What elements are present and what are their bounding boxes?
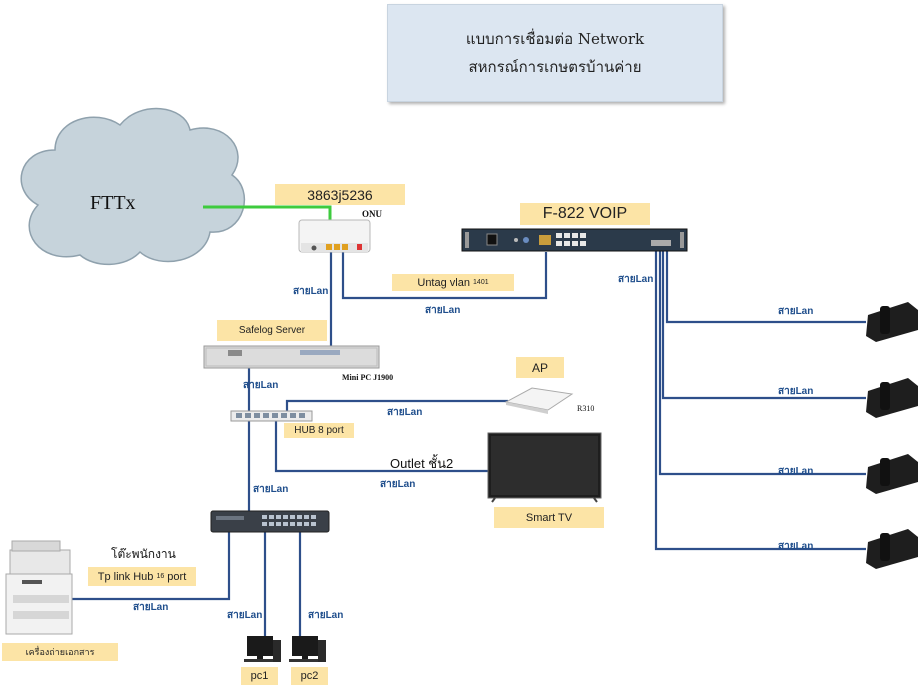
cable-label: สายLan [133,602,169,613]
hub16-device [210,510,330,533]
outlet-label: Outlet ชั้น2 [390,456,454,471]
pc1-device [244,636,281,662]
smart-tv-tag: Smart TV [494,507,604,528]
hub16-number: 16 [156,573,165,580]
copier-tag: เครื่องถ่ายเอกสาร [2,643,118,661]
untag-vlan-number: 1401 [473,279,489,286]
ip-phone [866,454,918,494]
onu-label: ONU [362,209,382,219]
cloud-label: FTTx [90,192,136,214]
voip-device [461,228,688,252]
ip-phone [866,529,918,569]
ap-model-label: R310 [577,404,595,413]
fttx-cloud [20,107,246,266]
pc2-tag: pc2 [291,667,328,685]
title-line2: สหกรณ์การเกษตรบ้านค่าย [468,58,642,76]
safelog-tag: Safelog Server [217,320,327,341]
copier-device [5,540,73,635]
cable-label: สายLan [387,407,423,418]
cable-label: สายLan [243,380,279,391]
cable-label: สายLan [227,610,263,621]
pc1-tag: pc1 [241,667,278,685]
cable-label: สายLan [253,484,289,495]
cable-label: สายLan [778,386,814,397]
untag-vlan-tag: Untag vlan 1401 [392,274,514,291]
hub8-device [230,410,313,422]
smart-tv-device [487,432,602,503]
ap-tag: AP [516,357,564,378]
voip-tag: F-822 VOIP [520,203,650,225]
desk-label: โต๊ะพนักงาน [111,547,176,561]
untag-vlan-label: Untag vlan [417,276,470,289]
hub16-tag: Tp link Hub 16 port [88,567,196,586]
cable-label: สายLan [778,466,814,477]
safelog-server-device [203,345,380,369]
cable-label: สายLan [293,286,329,297]
hub8-tag: HUB 8 port [284,423,354,438]
minipc-label: Mini PC J1900 [342,373,394,382]
pc2-device [289,636,326,662]
ip-phone [866,378,918,418]
ip-phone [866,302,918,342]
access-point-device [504,387,574,414]
cable-label: สายLan [308,610,344,621]
cable-label: สายLan [778,541,814,552]
title-line1: แบบการเชื่อมต่อ Network [465,30,645,48]
onu-id-tag: 3863j5236 [275,184,405,205]
lan-cables [70,250,866,640]
onu-device [298,219,371,253]
cable-label: สายLan [778,306,814,317]
cable-label: สายLan [425,305,461,316]
hub16-label: Tp link Hub [97,570,154,583]
cable-label: สายLan [380,479,416,490]
title-box: แบบการเชื่อมต่อ Network สหกรณ์การเกษตรบ้… [387,4,723,102]
fiber-line [203,205,332,220]
cable-label: สายLan [618,274,654,285]
hub16-suffix: port [167,570,187,583]
